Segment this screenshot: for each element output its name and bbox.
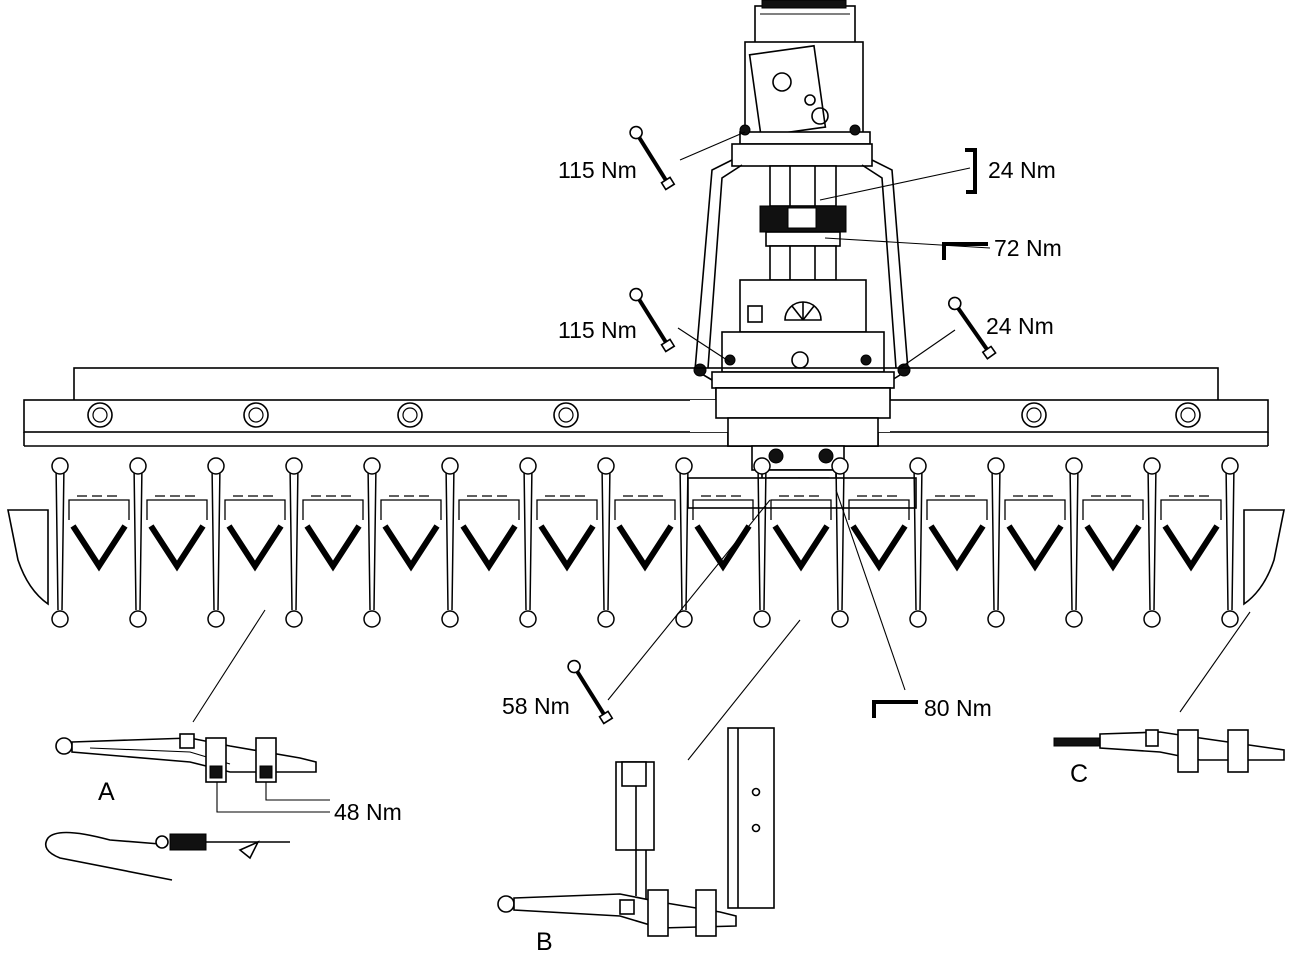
torque-label-drive-head: 80 Nm	[924, 695, 992, 721]
torque-label-motor-bolts: 115 Nm	[558, 157, 637, 183]
left-end-shoe	[7, 509, 49, 606]
beam-bolt	[1021, 402, 1047, 428]
knife-guard	[831, 457, 910, 628]
hex-key-icon	[965, 148, 977, 194]
torque-label-coupling-screw: 72 Nm	[994, 235, 1062, 261]
detail-b-knife-drive	[497, 727, 775, 937]
hex-key-icon	[942, 242, 988, 260]
guard-row	[51, 457, 1239, 628]
detail-c-guard	[1053, 729, 1285, 773]
knife-guard	[129, 457, 208, 628]
beam-bolt	[1175, 402, 1201, 428]
hex-key-icon	[872, 700, 918, 718]
knife-drive-head	[687, 445, 917, 509]
beam-bolt	[397, 402, 423, 428]
knife-guard	[1221, 457, 1239, 628]
torque-label-gearbox-side: 24 Nm	[986, 313, 1054, 339]
detail-label-b: B	[536, 928, 553, 956]
knife-guard	[285, 457, 364, 628]
knife-guard	[597, 457, 676, 628]
torque-label-guard-bolts: 48 Nm	[334, 799, 402, 825]
knife-guard	[987, 457, 1066, 628]
torque-label-gearbox-bolts: 115 Nm	[558, 317, 637, 343]
open-end-wrench-icon	[567, 659, 614, 725]
spring-tool	[44, 831, 290, 881]
knife-guard	[909, 457, 988, 628]
hydraulic-motor	[731, 0, 873, 167]
knife-guard	[207, 457, 286, 628]
cutter-beam	[23, 367, 1269, 447]
detail-label-a: A	[98, 778, 115, 806]
knife-guard	[675, 457, 754, 628]
knife-guard	[1065, 457, 1144, 628]
beam-bolt	[87, 402, 113, 428]
knife-guard	[441, 457, 520, 628]
knife-guard	[1143, 457, 1222, 628]
detail-a-guard	[55, 733, 317, 783]
shaft-coupling	[759, 165, 847, 281]
beam-bolt	[553, 402, 579, 428]
open-end-wrench-icon	[947, 296, 997, 360]
knife-guard	[519, 457, 598, 628]
open-end-wrench-icon	[629, 125, 676, 191]
knife-guard	[51, 457, 130, 628]
torque-label-shaft-screw: 24 Nm	[988, 157, 1056, 183]
beam-bolt	[243, 402, 269, 428]
right-end-shoe	[1243, 509, 1285, 606]
knife-guard	[363, 457, 442, 628]
beam-bolts	[87, 402, 1201, 428]
knife-guard	[753, 457, 832, 628]
leader-lines	[192, 131, 1251, 813]
torque-label-knife-drive: 58 Nm	[502, 693, 570, 719]
detail-label-c: C	[1070, 760, 1088, 788]
open-end-wrench-icon	[629, 287, 676, 353]
